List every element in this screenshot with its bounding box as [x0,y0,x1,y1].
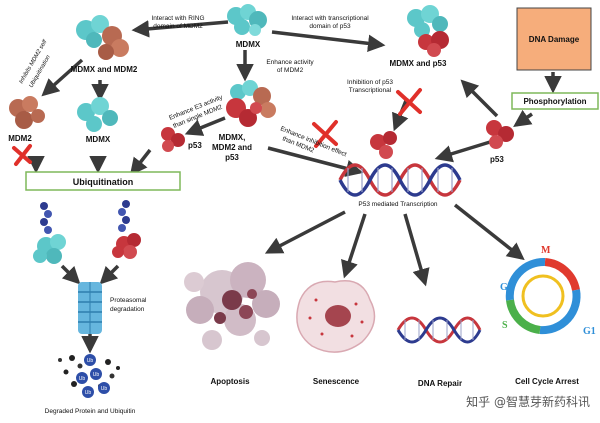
proteasome-icon [78,282,102,334]
arrow-dna-to-senescence [341,213,367,279]
p53-right-protein-icon [486,120,514,149]
proteasomal-label: Proteasomal [110,297,147,304]
p53-left-label: p53 [188,141,202,150]
mdm2-protein-icon [9,96,45,129]
arrow-complex-to-p53-left [184,116,226,136]
mdmx-mid-label: MDMX [86,135,111,144]
inhibition-p53-label-2: Transcriptional [349,87,392,94]
mdmx-and-mdm2-label: MDMX and MDM2 [71,65,138,74]
p53-left-protein-icon [161,127,185,152]
phase-s-label: S [502,320,508,331]
arrow-chain2-to-proteasome [99,264,120,285]
ub-label: Ub [79,376,86,382]
complex-label-2: MDM2 and [212,143,252,152]
arrow-dna-to-cellcycle [453,203,525,261]
arrows [27,20,562,354]
mdm2-label: MDM2 [8,134,32,143]
x-mark-icon [312,120,338,148]
ubiquitin-chain-mdmx-icon [33,202,66,264]
interact-ring-label-2: domain of MDM2 [153,23,203,30]
interact-p53-label-2: domain of p53 [309,23,351,30]
cell-cycle-label: Cell Cycle Arrest [515,377,579,386]
watermark: 知乎 @智慧芽新药科讯 [466,394,590,409]
p53-transcription-label: P53 mediated Transcription [358,201,438,208]
arrow-phos-to-p53 [513,109,533,127]
phosphorylation-label: Phosphorylation [523,97,586,106]
arrow-dna-to-repair [403,213,430,287]
ubiquitin-chain-p53-icon [112,200,141,259]
mdmx-top-protein-icon [227,4,267,36]
ub-label: Ub [85,390,92,396]
proteasomal-label-2: degradation [110,306,145,313]
p53-right-label: p53 [490,155,504,164]
x-mark-icon [396,88,422,116]
inhibition-p53-label: Inhibition of p53 [347,79,393,86]
dna-repair-label: DNA Repair [418,379,462,388]
interact-p53-label: Interact with transcriptional [291,15,369,22]
x-marks [12,88,422,166]
complex-protein-icon [226,80,276,127]
dna-damage-box: DNA Damage [516,7,592,71]
degraded-fragments-icon [58,355,120,388]
mdmx-top-label: MDMX [236,40,261,49]
senescence-cell-icon [296,280,376,353]
enhance-activity-label: Enhance activity [266,59,314,66]
dna-damage-label: DNA Damage [529,35,580,44]
ub-beads [76,354,110,398]
phosphorylation-box: Phosphorylation [511,92,599,110]
degraded-label: Degraded Protein and Ubiquitin [45,408,136,415]
phase-g2-label: G2 [500,282,513,293]
transcription-dna-helix-icon [338,163,462,197]
ub-label: Ub [87,358,94,364]
arrow-p53-left-to-ubiq [129,148,152,176]
mdmx-mid-protein-icon [77,97,118,132]
phase-m-label: M [541,245,551,256]
mdmx-and-p53-label: MDMX and p53 [390,59,447,68]
apoptosis-label: Apoptosis [210,377,250,386]
dna-repair-helix-icon [396,316,482,344]
arrow-mdmx-to-mdmx-mdm2 [131,20,229,38]
ub-label: Ub [93,372,100,378]
apoptosis-cell-icon [184,262,280,350]
p53-on-dna-protein-icon [370,131,397,159]
arrow-complex-to-dna [267,146,364,177]
ubiquitination-box: Ubiquitination [25,171,181,191]
x-mark-icon [12,144,32,166]
arrow-chain1-to-proteasome [60,264,81,285]
arrow-p53-to-mdmx-p53 [460,79,499,118]
ub-label: Ub [101,386,108,392]
complex-label-3: p53 [225,153,239,162]
phase-g1-label: G1 [583,326,596,337]
arrow-p53-to-dna [434,140,491,163]
arrow-mdmx-mdm2-to-mdm2 [41,58,84,97]
enhance-activity-label-2: of MDM2 [277,67,304,74]
ubiquitination-label: Ubiquitination [73,177,134,187]
senescence-label: Senescence [313,377,360,386]
cell-cycle-icon [505,257,581,335]
arrow-mdmx-to-mdmx-p53 [271,30,386,53]
interact-ring-label: Interact with RING [151,15,204,22]
mdmx-mdm2-protein-icon [76,15,129,60]
complex-label-1: MDMX, [219,133,246,142]
mdmx-p53-protein-icon [407,5,449,57]
arrow-dna-to-apoptosis [264,210,346,254]
